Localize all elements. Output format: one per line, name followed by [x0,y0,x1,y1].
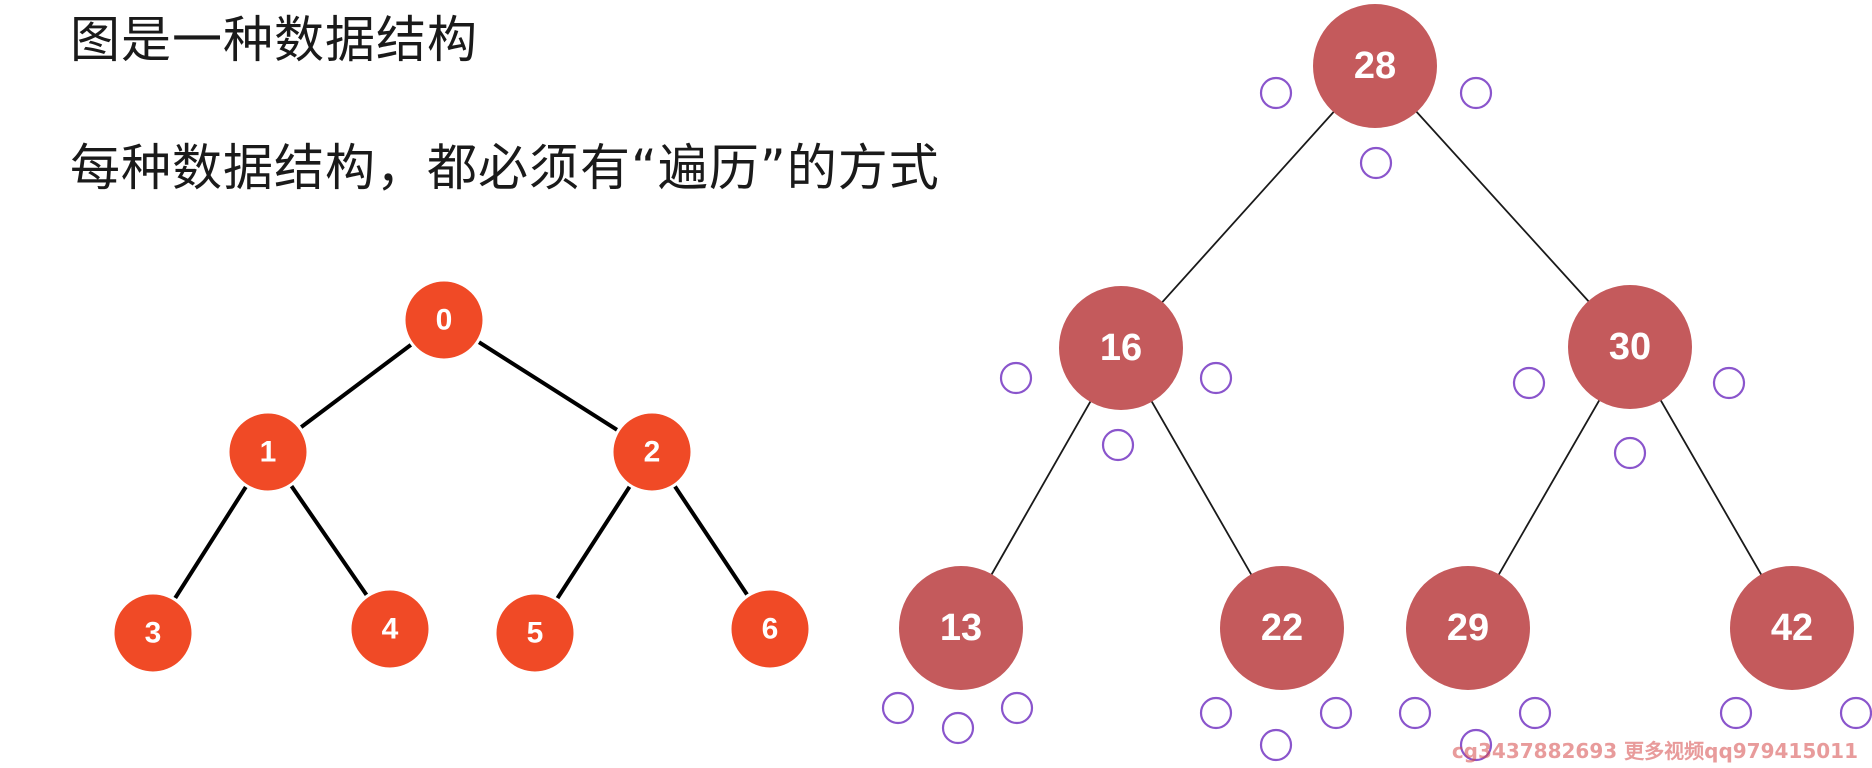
left-tree-node-circle [348,587,432,671]
traversal-marker-circle [1199,696,1233,730]
right-tree-node-circle [1313,4,1437,128]
traversal-marker-circle [1459,728,1493,762]
traversal-marker-circle [1398,696,1432,730]
left-tree-node-6: 6 [728,587,812,671]
right-tree-node-circle [899,566,1023,690]
traversal-marker-circle [1359,146,1393,180]
traversal-marker-circle [999,361,1033,395]
left-tree-node-label: 6 [762,613,779,646]
right-tree-node-circle [1568,285,1692,409]
traversal-marker-circle [1712,366,1746,400]
traversal-marker-circle [1319,696,1353,730]
left-tree-node-circle [610,410,694,494]
left-tree-node-label: 5 [527,617,544,650]
traversal-marker-circle [1518,696,1552,730]
right-tree-node-label: 28 [1354,45,1396,87]
right-tree-node-label: 29 [1447,607,1489,649]
left-tree-node-label: 0 [436,304,453,337]
right-tree-node-circle [1220,566,1344,690]
watermark-text: cg3437882693 更多视频qq979415011 [1451,739,1858,763]
right-tree-nodes: 28 16 30 13 22 29 42 [899,4,1854,690]
right-tree-node-29: 29 [1406,566,1530,690]
right-tree-node-30: 30 [1568,285,1692,409]
right-tree-node-label: 16 [1100,327,1142,369]
traversal-markers [881,76,1872,762]
left-tree-node-label: 3 [145,617,162,650]
traversal-marker-circle [1512,366,1546,400]
right-tree-node-42: 42 [1730,566,1854,690]
right-tree-node-label: 30 [1609,326,1651,368]
title-line-2: 每种数据结构，都必须有“遍历”的方式 [70,139,940,197]
left-tree-node-0: 0 [402,278,486,362]
left-tree-node-5: 5 [493,591,577,675]
left-tree-node-circle [728,587,812,671]
right-tree-node-28: 28 [1313,4,1437,128]
left-tree-node-circle [402,278,486,362]
left-tree-node-2: 2 [610,410,694,494]
traversal-marker-circle [1101,428,1135,462]
right-tree-node-label: 22 [1261,607,1303,649]
right-tree-edge-r28-r16 [1120,65,1376,349]
traversal-marker-circle [1259,728,1293,762]
left-tree-node-label: 1 [260,436,277,469]
left-tree-node-1: 1 [226,410,310,494]
title-line-1: 图是一种数据结构 [70,11,478,69]
right-tree-node-22: 22 [1220,566,1344,690]
left-tree-node-label: 2 [644,436,661,469]
left-tree-node-4: 4 [348,587,432,671]
traversal-marker-circle [1459,76,1493,110]
traversal-marker-circle [1839,696,1872,730]
right-tree-edge-r28-r30 [1374,65,1631,348]
right-tree-node-13: 13 [899,566,1023,690]
right-tree-node-circle [1406,566,1530,690]
traversal-marker-circle [1000,691,1034,725]
left-tree-node-circle [226,410,310,494]
traversal-marker-circle [941,711,975,745]
right-tree-node-label: 13 [940,607,982,649]
right-tree-node-16: 16 [1059,286,1183,410]
traversal-marker-circle [881,691,915,725]
right-tree-node-label: 42 [1771,607,1813,649]
traversal-marker-circle [1719,696,1753,730]
left-tree-nodes: 0 1 2 3 4 5 6 [111,278,812,675]
right-tree-node-circle [1730,566,1854,690]
left-tree-node-circle [111,591,195,675]
left-tree-node-3: 3 [111,591,195,675]
traversal-marker-circle [1613,436,1647,470]
traversal-marker-circle [1259,76,1293,110]
left-tree-node-circle [493,591,577,675]
traversal-marker-circle [1199,361,1233,395]
right-tree-node-circle [1059,286,1183,410]
left-tree-node-label: 4 [382,613,399,646]
